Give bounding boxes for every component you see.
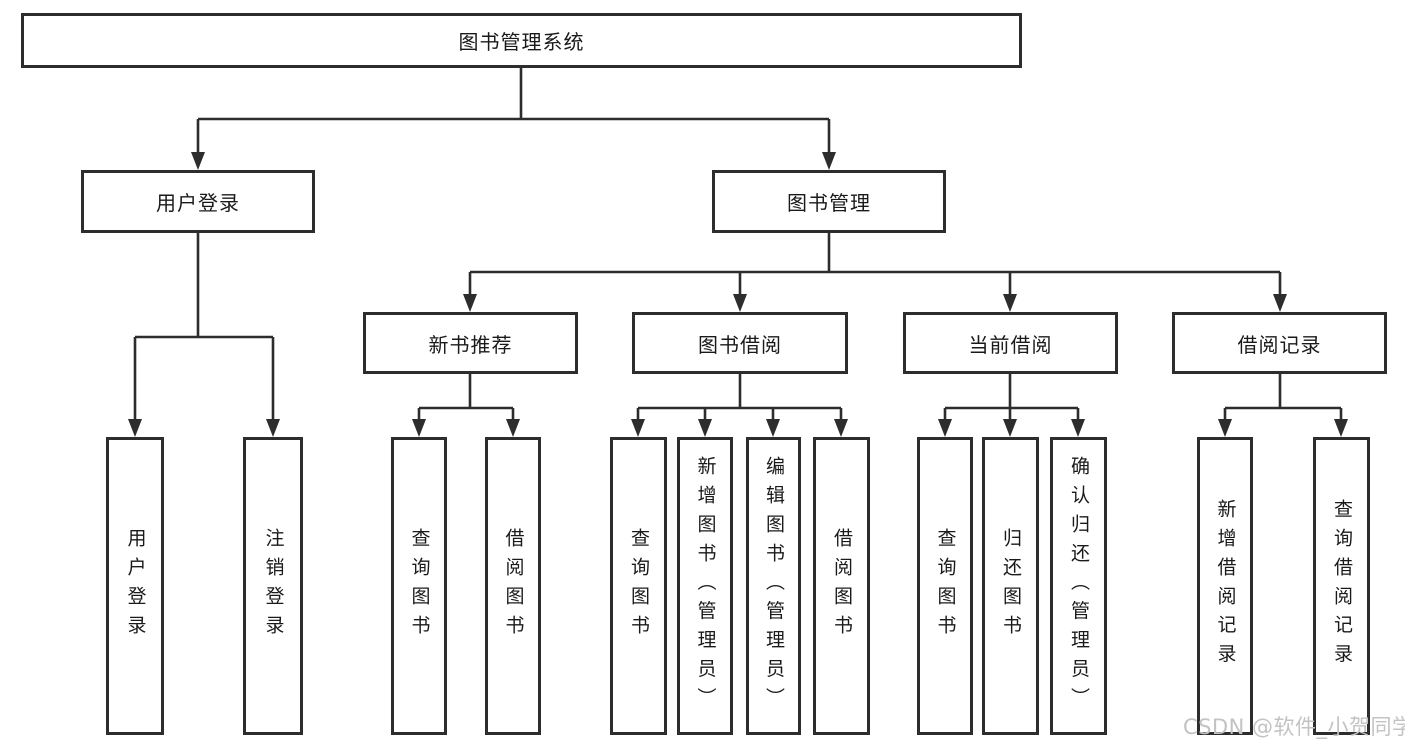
leaf-label: 查询图书 [408,528,431,644]
node-user-login: 用户登录 [81,170,315,233]
leaf-borrow-borrow-books: 借阅图书 [813,437,870,735]
leaf-current-query-books: 查询图书 [917,437,973,735]
leaf-label: 编辑图书（管理员） [763,456,785,716]
node-book-borrow: 图书借阅 [632,312,848,374]
leaf-borrow-add-books-admin: 新增图书（管理员） [677,437,733,735]
leaf-label: 确认归还（管理员） [1068,456,1090,716]
leaf-records-add-record: 新增借阅记录 [1197,437,1253,735]
node-book-management-system: 图书管理系统 [21,13,1022,68]
leaf-label: 借阅图书 [502,528,525,644]
leaf-records-query-record: 查询借阅记录 [1313,437,1370,735]
leaf-recommend-query-books: 查询图书 [391,437,447,735]
leaf-label: 借阅图书 [831,528,853,644]
csdn-watermark: CSDN @软件_小贺同学 [1183,715,1405,739]
leaf-borrow-edit-books-admin: 编辑图书（管理员） [746,437,801,735]
leaf-label: 查询图书 [628,528,650,644]
node-book-management: 图书管理 [712,170,946,233]
node-borrow-records: 借阅记录 [1172,312,1387,374]
leaf-recommend-borrow-books: 借阅图书 [485,437,541,735]
node-current-borrow: 当前借阅 [903,312,1118,374]
leaf-label: 归还图书 [1000,528,1022,644]
leaf-label: 用户登录 [124,528,147,644]
node-new-book-recommend: 新书推荐 [363,312,578,374]
leaf-current-return-books: 归还图书 [982,437,1039,735]
leaf-label: 新增借阅记录 [1214,499,1237,673]
leaf-logout-login: 注销登录 [243,437,303,735]
leaf-borrow-query-books: 查询图书 [610,437,667,735]
leaf-user-login: 用户登录 [106,437,164,735]
leaf-label: 新增图书（管理员） [694,456,717,716]
leaf-label: 查询借阅记录 [1331,499,1353,673]
leaf-label: 查询图书 [934,528,957,644]
leaf-label: 注销登录 [262,528,285,644]
leaf-current-confirm-return-admin: 确认归还（管理员） [1050,437,1107,735]
